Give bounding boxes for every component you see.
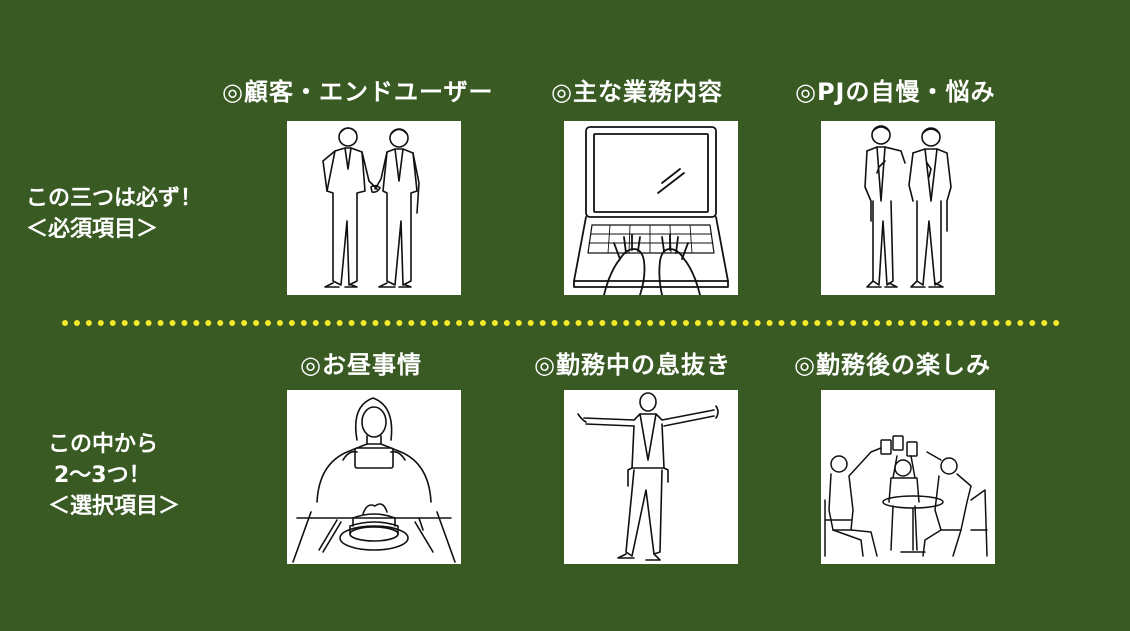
laptop-typing-illustration-icon (573, 126, 729, 295)
optional-line-2: 2〜3つ！ (54, 463, 151, 488)
optional-line-3: ＜選択項目＞ (48, 494, 181, 519)
required-line-1: この三つは必ず！ (26, 186, 203, 211)
title-break: ◎勤務中の息抜き (534, 351, 731, 379)
title-customer: ◎顧客・エンドユーザー (222, 78, 494, 106)
handshake-illustration-icon (322, 127, 420, 288)
title-after-work: ◎勤務後の楽しみ (794, 351, 991, 379)
people-toasting-illustration-icon (824, 435, 988, 557)
man-stretching-illustration-icon (577, 392, 719, 561)
card-break (564, 390, 738, 564)
woman-photographing-pancakes-illustration-icon (292, 397, 456, 563)
title-work-content: ◎主な業務内容 (551, 78, 723, 106)
title-pj-pride: ◎PJの自慢・悩み (795, 78, 996, 106)
required-section-label: この三つは必ず！ ＜必須項目＞ (26, 183, 202, 245)
optional-section-label: この中から 2〜3つ！ ＜選択項目＞ (48, 429, 180, 522)
card-pj-pride (821, 121, 995, 295)
two-men-standing-illustration-icon (864, 125, 952, 288)
title-lunch: ◎お昼事情 (300, 351, 422, 379)
card-lunch (287, 390, 461, 564)
optional-line-1: この中から (48, 432, 159, 457)
card-after-work (821, 390, 995, 564)
card-work-content (564, 121, 738, 295)
required-line-2: ＜必須項目＞ (26, 217, 159, 242)
section-divider (62, 320, 1060, 326)
card-customer (287, 121, 461, 295)
